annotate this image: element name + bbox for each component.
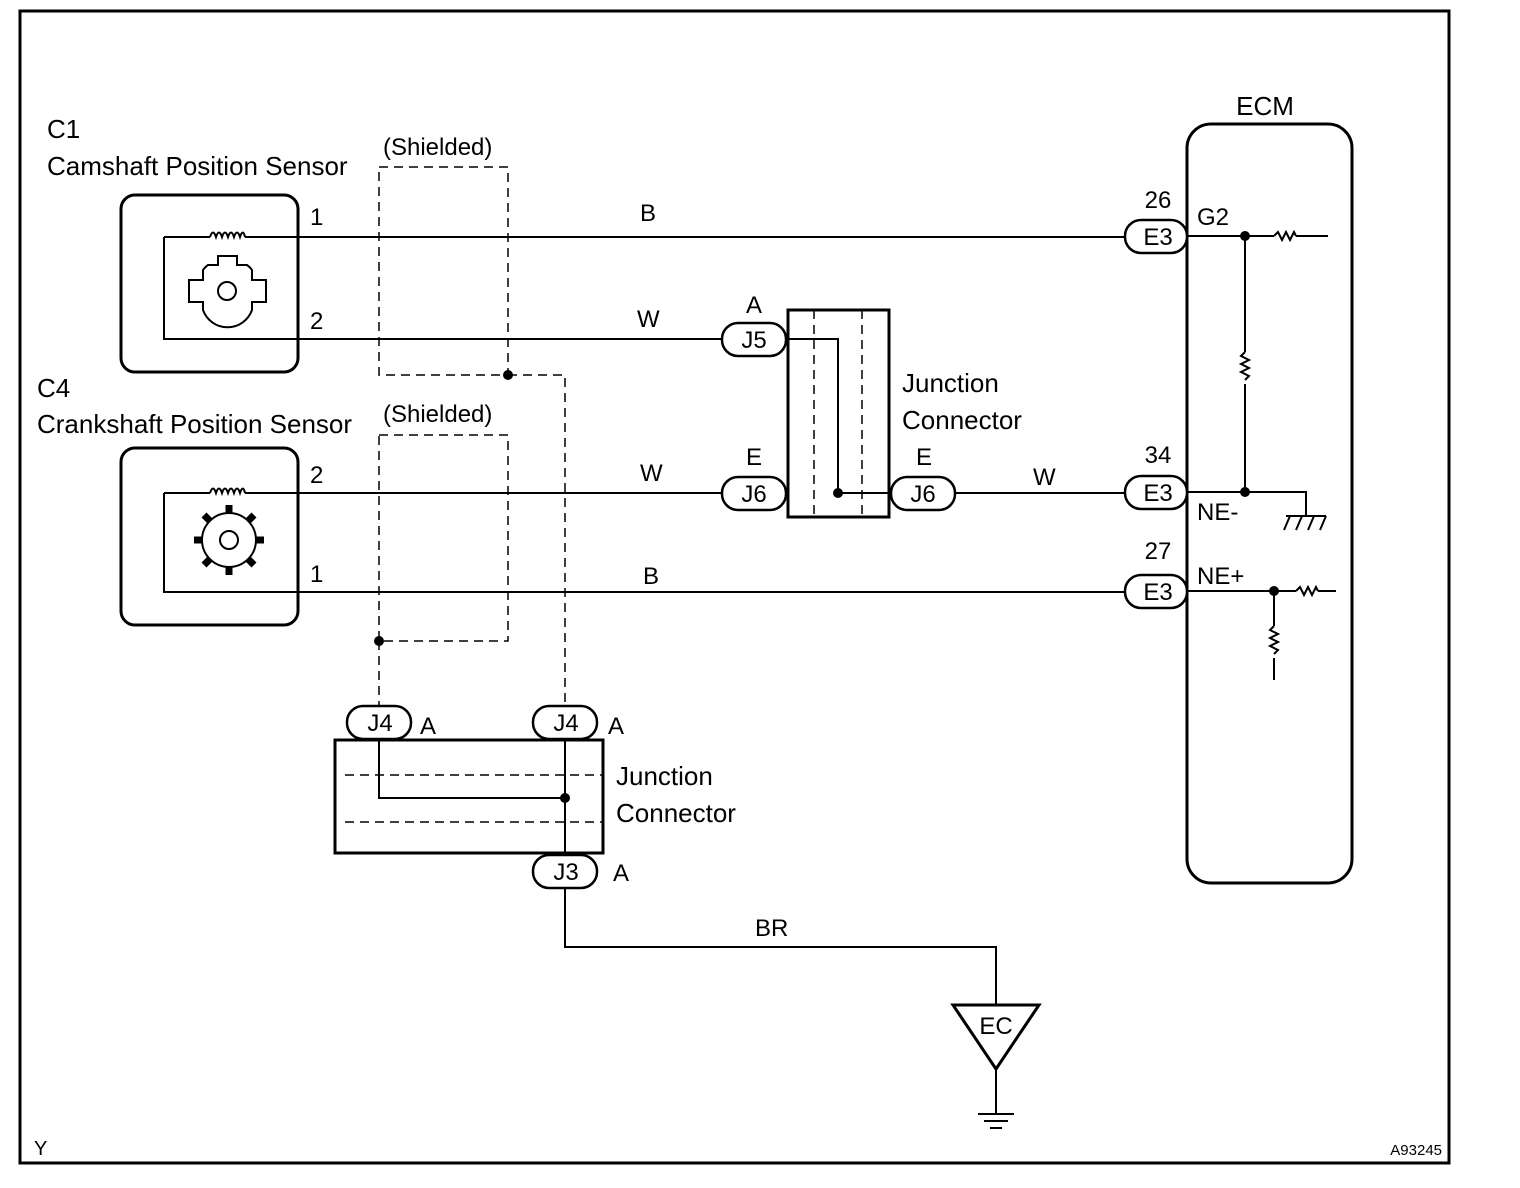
junction-lower-bridge	[378, 739, 566, 855]
crank-sensor-name: Crankshaft Position Sensor	[37, 409, 352, 439]
ecm-connector-26-id: E3	[1143, 224, 1172, 251]
connector-j5-tag: A	[746, 292, 762, 319]
connector-j5-id: J5	[741, 327, 766, 354]
wire-b-cam-color: B	[640, 200, 656, 227]
wire-w-crank-color: W	[640, 460, 663, 487]
wire-br	[564, 888, 997, 1005]
chassis-ground-icon	[1283, 515, 1327, 531]
crank-shield-outline	[378, 434, 509, 642]
resistor-icon	[1238, 351, 1252, 381]
wire-br-color: BR	[755, 915, 788, 942]
junction-upper-label-2: Connector	[902, 405, 1022, 435]
ecm-signal-ne-plus: NE+	[1197, 563, 1244, 590]
ecm-internal-circuit	[1187, 229, 1336, 680]
ecm-box	[1185, 122, 1354, 885]
cam-coil-icon	[209, 231, 246, 241]
junction-lower-label-1: Junction	[616, 761, 713, 791]
connector-j4-right	[531, 704, 599, 741]
ecm-connector-27-id: E3	[1143, 579, 1172, 606]
resistor-icon	[1273, 229, 1297, 243]
cam-internal-wire	[163, 237, 298, 340]
cam-shield-drain	[508, 374, 566, 707]
crank-coil-icon	[209, 487, 246, 497]
connector-j4-left	[345, 704, 413, 741]
cam-pin1-label: 1	[310, 204, 323, 231]
crank-pin1-label: 2	[310, 462, 323, 489]
ecm-pin-27-num: 27	[1145, 538, 1172, 565]
wire-w-cam-color: W	[637, 306, 660, 333]
cam-shield-label: (Shielded)	[383, 134, 492, 161]
wire-b-crank-color: B	[643, 563, 659, 590]
cam-pin2-label: 2	[310, 308, 323, 335]
ecm-signal-g2: G2	[1197, 204, 1229, 231]
connector-j4-right-tag: A	[608, 713, 624, 740]
crank-sensor-code: C4	[37, 373, 70, 403]
cam-shield-outline	[378, 166, 509, 376]
ecm-signal-ne-minus: NE-	[1197, 499, 1238, 526]
ecm-pin-26-num: 26	[1145, 187, 1172, 214]
connector-j6-right-tag: E	[916, 444, 932, 471]
crank-shield-label: (Shielded)	[383, 401, 492, 428]
ecm-connector-34-id: E3	[1143, 480, 1172, 507]
crank-sensor-box	[119, 446, 300, 627]
crank-pin2-label: 1	[310, 561, 323, 588]
ground-point-icon	[950, 1003, 1042, 1072]
connector-j6-right-id: J6	[910, 481, 935, 508]
connector-j6-left-id: J6	[741, 481, 766, 508]
connector-j6-left-tag: E	[746, 444, 762, 471]
connector-j6-right	[889, 475, 957, 512]
cam-sensor-box	[119, 193, 300, 374]
connector-j4-right-id: J4	[553, 710, 578, 737]
wire-w-ecm-color: W	[1033, 464, 1056, 491]
ecm-title: ECM	[1236, 91, 1294, 121]
junction-connector-lower	[333, 738, 605, 855]
cam-sensor-gear-icon	[188, 255, 267, 329]
connector-j5	[720, 321, 788, 358]
crank-sensor-gear-icon	[194, 505, 264, 575]
ground-point-label: EC	[979, 1013, 1012, 1040]
connector-j3-id: J3	[553, 859, 578, 886]
connector-j4-left-tag: A	[420, 713, 436, 740]
junction-lower-label-2: Connector	[616, 798, 736, 828]
cam-sensor-code: C1	[47, 114, 80, 144]
footer-figure-id: A93245	[1390, 1142, 1442, 1159]
cam-sensor-name: Camshaft Position Sensor	[47, 151, 348, 181]
diagram-frame	[18, 9, 1451, 1165]
junction-connector-upper	[786, 308, 891, 519]
junction-upper-bridge	[786, 338, 888, 494]
ground-symbol-icon	[978, 1069, 1014, 1129]
junction-upper-label-1: Junction	[902, 368, 999, 398]
connector-j3-tag: A	[613, 860, 629, 887]
connector-j4-left-id: J4	[367, 710, 392, 737]
resistor-icon	[1295, 584, 1319, 598]
resistor-icon	[1267, 625, 1281, 655]
ecm-pin-34-num: 34	[1145, 442, 1172, 469]
footer-left-code: Y	[34, 1138, 47, 1160]
connector-j6-left	[720, 475, 788, 512]
crank-internal-wire	[163, 493, 298, 593]
